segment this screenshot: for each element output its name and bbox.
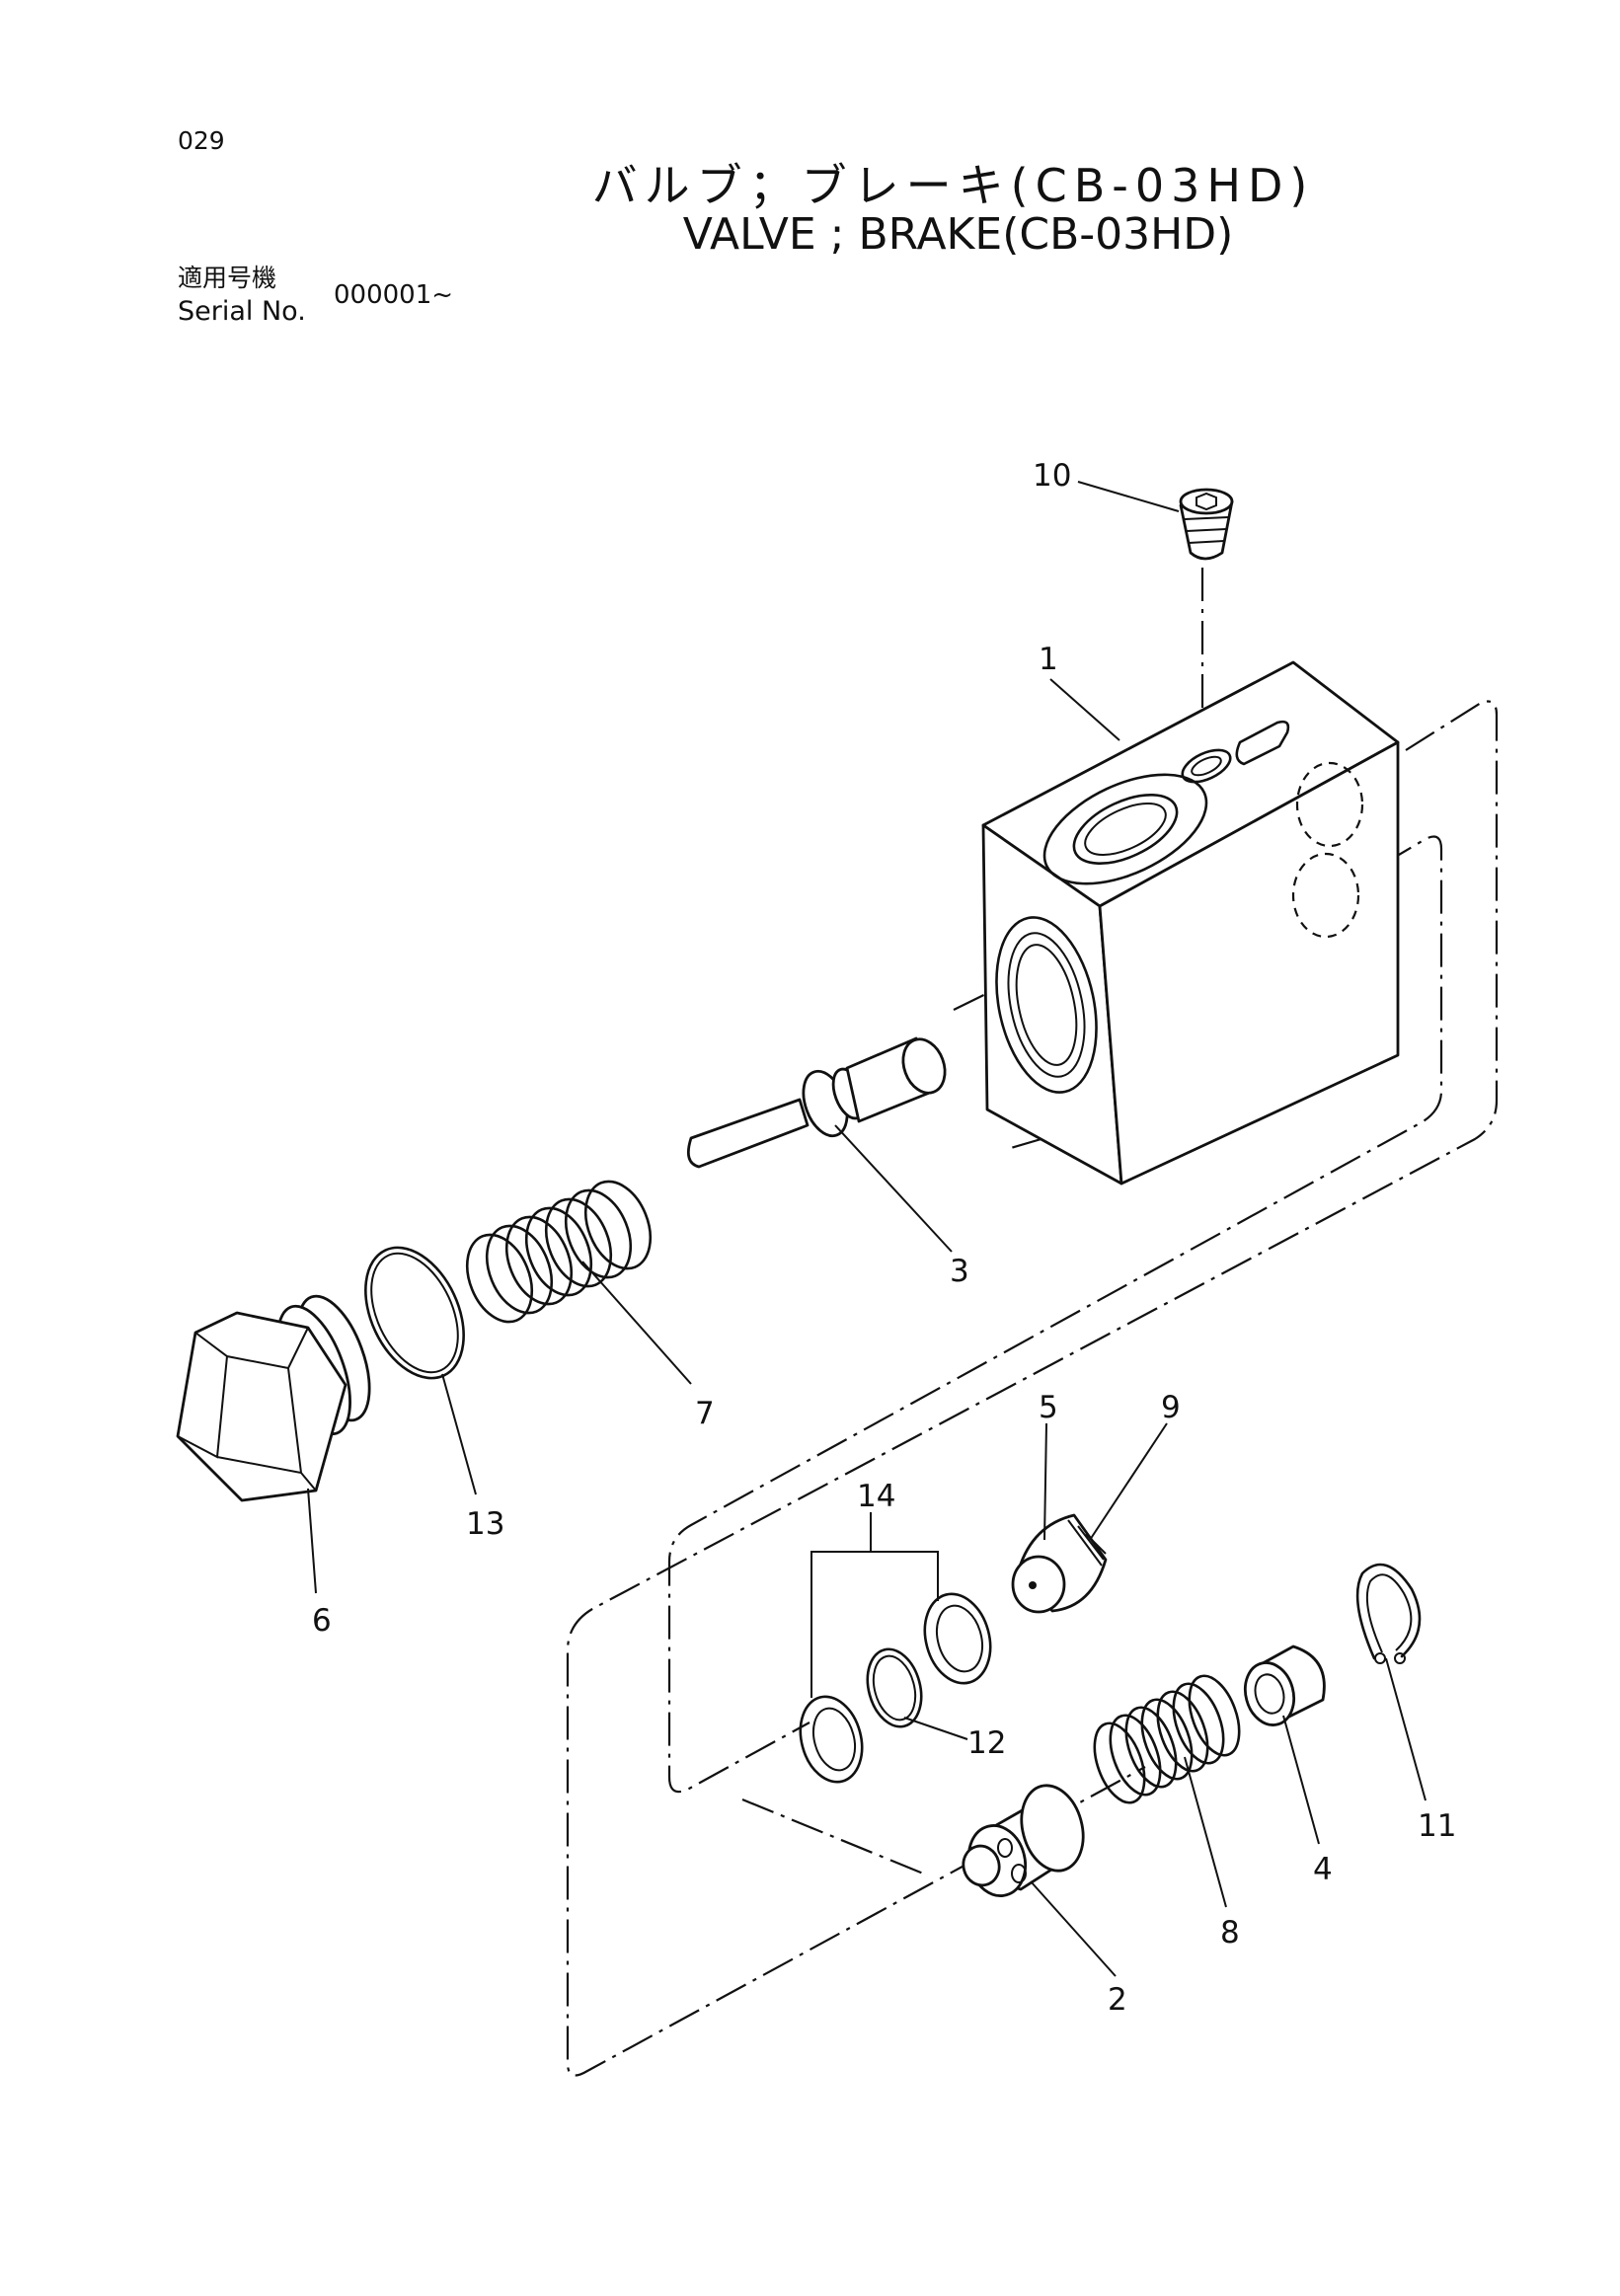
part-6-hex-plug <box>176 1294 371 1502</box>
part-5-valve-seat <box>1011 1513 1108 1614</box>
page-number: 029 <box>178 126 225 155</box>
callout-12: 12 <box>967 1725 1006 1761</box>
callout-2: 2 <box>1108 1982 1127 2018</box>
leader-4 <box>1282 1715 1320 1845</box>
part-11-snap-ring <box>1355 1563 1422 1664</box>
part-12-ring <box>866 1647 923 1728</box>
callout-7: 7 <box>695 1396 715 1431</box>
leader-12 <box>903 1717 968 1740</box>
callout-5: 5 <box>1039 1390 1058 1425</box>
serial-label-japanese: 適用号機 <box>178 264 277 292</box>
leader-1 <box>1049 678 1120 741</box>
leader-10 <box>1077 481 1180 512</box>
title-japanese: バルブ；ブレーキ(CB-03HD) <box>591 159 1315 212</box>
part-7-spring <box>465 1180 653 1324</box>
part-14-shim-right <box>923 1592 992 1685</box>
callout-9: 9 <box>1161 1390 1181 1425</box>
leader-2 <box>1030 1880 1117 1977</box>
part-10-plug-screw <box>1179 488 1234 561</box>
leader-3 <box>834 1124 953 1253</box>
callout-3: 3 <box>950 1254 969 1289</box>
centerline-cap-to-sleeve <box>1010 1136 1045 1150</box>
assembly-centerline-outer <box>566 700 1499 2077</box>
callout-6: 6 <box>312 1603 332 1639</box>
leader-9 <box>1089 1422 1168 1541</box>
part-8-spring <box>1093 1674 1241 1804</box>
callout-14: 14 <box>857 1479 895 1514</box>
leader-7 <box>581 1261 692 1385</box>
leader-8 <box>1184 1756 1227 1908</box>
callout-8: 8 <box>1220 1915 1240 1951</box>
leader-14-bracket <box>810 1512 939 1698</box>
callout-10: 10 <box>1033 458 1071 494</box>
part-13-o-ring <box>364 1246 465 1380</box>
part-3-plunger <box>686 1036 947 1169</box>
part-2-poppet-sleeve <box>962 1784 1085 1897</box>
callout-11: 11 <box>1418 1808 1456 1844</box>
part-14-shim-left <box>799 1695 864 1784</box>
callout-13: 13 <box>466 1506 504 1542</box>
leader-5 <box>1043 1422 1047 1541</box>
centerline-plug-to-body <box>953 962 1049 1011</box>
part-4-cap <box>1243 1645 1326 1726</box>
leader-13 <box>441 1373 477 1495</box>
callout-4: 4 <box>1313 1852 1333 1887</box>
serial-label-english: Serial No. <box>178 296 306 327</box>
serial-value: 000001~ <box>334 280 454 310</box>
leader-6 <box>307 1488 317 1594</box>
part-1-valve-block <box>981 660 1400 1186</box>
title-english: VALVE ; BRAKE(CB-03HD) <box>682 209 1234 260</box>
assembly-centerline-inner <box>667 835 1443 1794</box>
centerline-poppet <box>741 1798 929 1877</box>
callout-1: 1 <box>1039 642 1058 677</box>
leader-11 <box>1385 1657 1427 1801</box>
